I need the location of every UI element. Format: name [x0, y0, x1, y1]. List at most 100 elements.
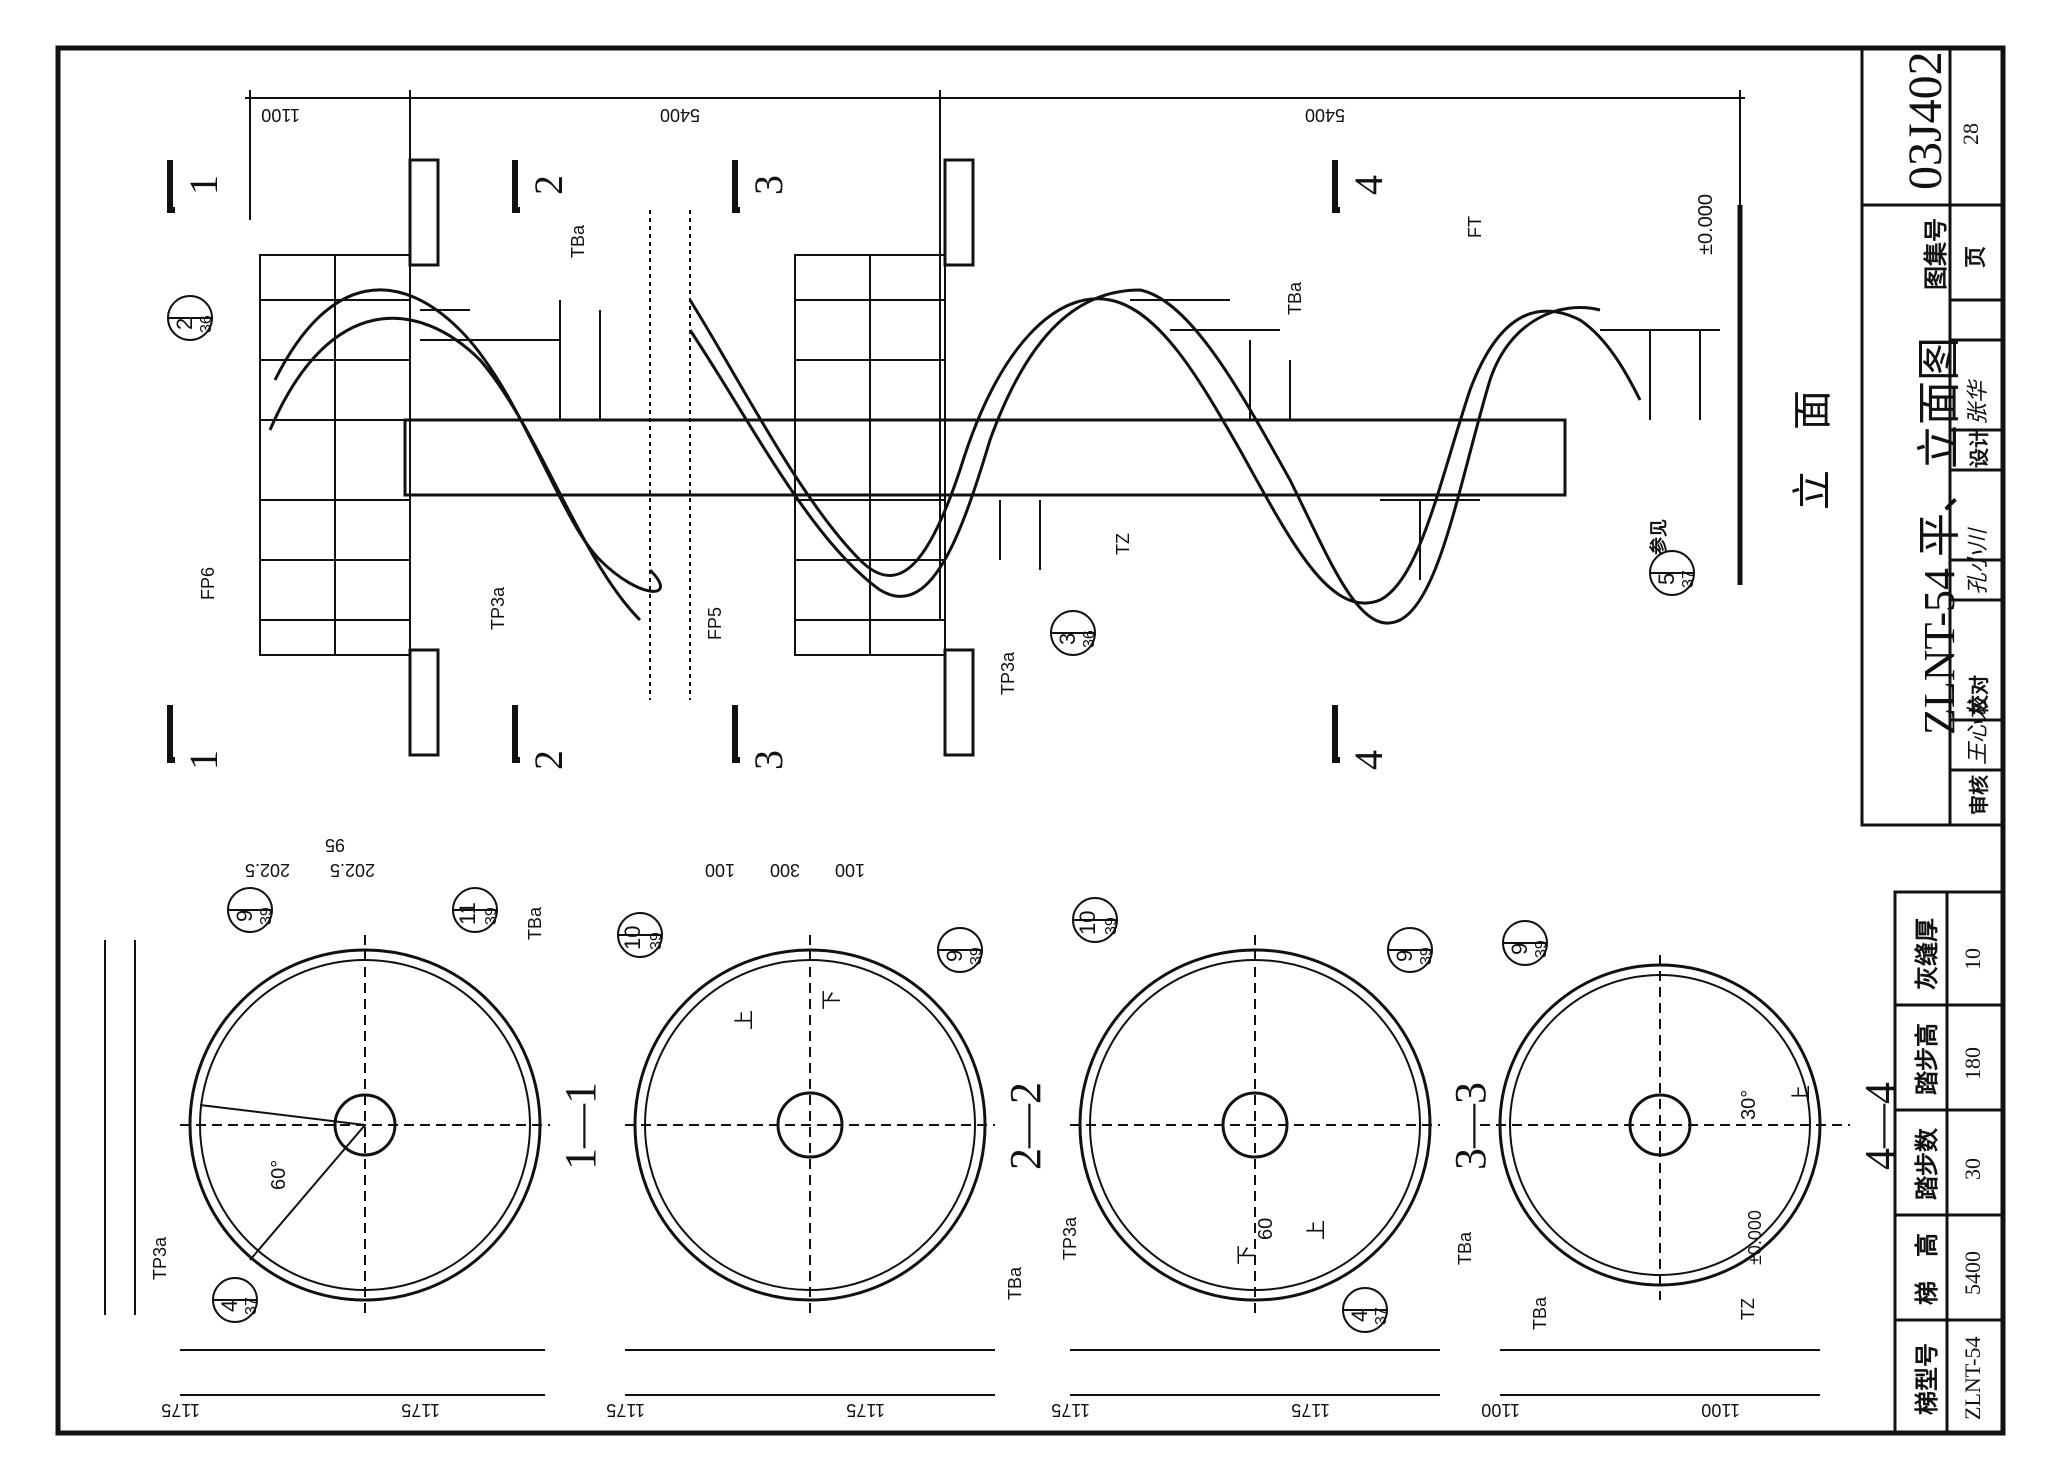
- spec-header-joint: 灰缝厚: [1915, 918, 1941, 990]
- s1-top-dim-b: 202.5: [329, 860, 375, 880]
- dim-1100: 1100: [261, 105, 300, 125]
- s4-label-tz: TZ: [1738, 1298, 1758, 1320]
- s1-angle: 60°: [268, 1159, 290, 1190]
- s2-dim-1175-b: 1175: [846, 1400, 885, 1420]
- level-mark: ±0.000: [1695, 193, 1717, 255]
- atlas-label: 图集号: [1924, 218, 1950, 290]
- s1-dim-1175-b: 1175: [401, 1400, 440, 1420]
- s3-label-tba: TBa: [1455, 1231, 1475, 1265]
- detail-ref-5-top: 5: [1654, 572, 1679, 585]
- detail-ref-2-top: 2: [172, 317, 197, 330]
- s3-ref-4-top: 4: [1347, 1309, 1372, 1322]
- section-caption-2: 2—2: [1001, 1082, 1050, 1170]
- section-caption-1: 1—1: [556, 1082, 605, 1170]
- label-tba-1: TBa: [568, 224, 588, 258]
- spec-header-steps: 踏步数: [1915, 1128, 1941, 1200]
- s3-angle: 60: [1255, 1217, 1277, 1240]
- s2-ref-10-top: 10: [620, 925, 645, 950]
- s3-dim-1175-b: 1175: [1291, 1400, 1330, 1420]
- s4-dim-1100-a: 1100: [1481, 1400, 1520, 1420]
- s2-down: 下: [821, 990, 843, 1010]
- s3-ref-10-bottom: 39: [1103, 917, 1120, 935]
- s2-ref-9-bottom: 39: [968, 947, 985, 965]
- label-fp5: FP5: [705, 606, 725, 640]
- s2-ref-9-top: 9: [942, 949, 967, 962]
- s1-ref-4-top: 4: [217, 1299, 242, 1312]
- section-caption-4: 4—4: [1856, 1082, 1905, 1170]
- spec-table: [1893, 890, 2005, 1435]
- s2-top-dim-b: 300: [769, 860, 800, 880]
- check-signature: 孔小川: [1966, 528, 1991, 595]
- title-block: [1860, 46, 2005, 827]
- spec-value-height: 5400: [1960, 1251, 1985, 1295]
- section-mark-2-top: 2: [526, 175, 571, 195]
- section-caption-3: 3—3: [1446, 1082, 1495, 1170]
- section-mark-4-top: 4: [1346, 175, 1391, 195]
- s2-ref-10-bottom: 39: [648, 932, 665, 950]
- s1-ref-11-top: 11: [455, 902, 480, 925]
- ref-note: 参见: [1649, 519, 1669, 555]
- s1-ref-9-bottom: 39: [258, 907, 275, 925]
- elevation-drawing: [167, 90, 1745, 763]
- s3-ref-4-bottom: 37: [1373, 1307, 1390, 1325]
- check-label: 校对: [1969, 675, 1991, 715]
- s3-up: 上: [1306, 1220, 1328, 1240]
- s4-up: 上: [1791, 1085, 1813, 1105]
- label-tp3a-2: TP3a: [998, 651, 1018, 695]
- s1-ref-9-top: 9: [232, 909, 257, 922]
- section-mark-3-bottom: 3: [746, 750, 791, 770]
- dim-5400-a: 5400: [659, 105, 700, 125]
- s3-ref-10-top: 10: [1075, 910, 1100, 935]
- page-number: 28: [1958, 123, 1983, 145]
- s1-top-dim-a: 202.5: [244, 860, 290, 880]
- s1-ref-4-bottom: 37: [243, 1297, 260, 1315]
- spec-header-step-height: 踏步高: [1915, 1023, 1941, 1095]
- section-mark-1-top: 1: [181, 175, 226, 195]
- spec-header-height: 梯 高: [1915, 1233, 1941, 1305]
- section-mark-3-top: 3: [746, 175, 791, 195]
- label-tp3a-1: TP3a: [488, 586, 508, 630]
- detail-ref-3-top: 3: [1055, 632, 1080, 645]
- s4-ref-9-bottom: 39: [1533, 940, 1550, 958]
- spec-header-model: 梯型号: [1915, 1343, 1941, 1415]
- label-ft: FT: [1465, 216, 1485, 238]
- spec-value-steps: 30: [1960, 1158, 1985, 1180]
- spec-value-step-height: 180: [1960, 1047, 1985, 1080]
- s3-down: 下: [1236, 1245, 1258, 1265]
- s1-label-tp3a: TP3a: [150, 1236, 170, 1280]
- s1-dim-1175-a: 1175: [161, 1400, 200, 1420]
- s1-label-tba: TBa: [525, 906, 545, 940]
- s1-ref-11-bottom: 39: [483, 907, 500, 925]
- plan-sections: [104, 887, 1850, 1396]
- elevation-caption: 立 面: [1790, 390, 1835, 510]
- detail-ref-2-bottom: 36: [198, 315, 215, 333]
- s1-top-dim-c: 95: [324, 835, 345, 855]
- drawing-title: ZLNT-54 平、立面图: [1915, 336, 1964, 735]
- s2-top-dim-a: 100: [704, 860, 735, 880]
- s4-ref-9-top: 9: [1507, 942, 1532, 955]
- s2-dim-1175-a: 1175: [606, 1400, 645, 1420]
- detail-ref-5-bottom: 37: [1680, 570, 1697, 588]
- s4-level: ±0.000: [1745, 1210, 1765, 1265]
- section-mark-4-bottom: 4: [1346, 750, 1391, 770]
- dim-5400-b: 5400: [1304, 105, 1345, 125]
- spec-value-model: ZLNT-54: [1960, 1336, 1985, 1420]
- s3-ref-9-top: 9: [1392, 949, 1417, 962]
- s2-up: 上: [734, 1010, 756, 1030]
- label-tz: TZ: [1113, 533, 1133, 555]
- section-mark-1-bottom: 1: [181, 750, 226, 770]
- design-signature: 张华: [1966, 380, 1991, 425]
- s2-top-dim-c: 100: [834, 860, 865, 880]
- s3-ref-9-bottom: 39: [1418, 947, 1435, 965]
- atlas-number: 03J402: [1899, 51, 1952, 190]
- s3-label-tp3a: TP3a: [1060, 1216, 1080, 1260]
- design-label: 设计: [1969, 428, 1991, 468]
- s2-label-tba: TBa: [1005, 1266, 1025, 1300]
- s4-angle: 30°: [1738, 1089, 1760, 1120]
- s3-dim-1175-a: 1175: [1051, 1400, 1090, 1420]
- s4-label-tba: TBa: [1530, 1296, 1550, 1330]
- detail-ref-3-bottom: 36: [1081, 630, 1098, 648]
- review-label: 审核: [1969, 775, 1991, 815]
- label-fp6: FP6: [198, 566, 218, 600]
